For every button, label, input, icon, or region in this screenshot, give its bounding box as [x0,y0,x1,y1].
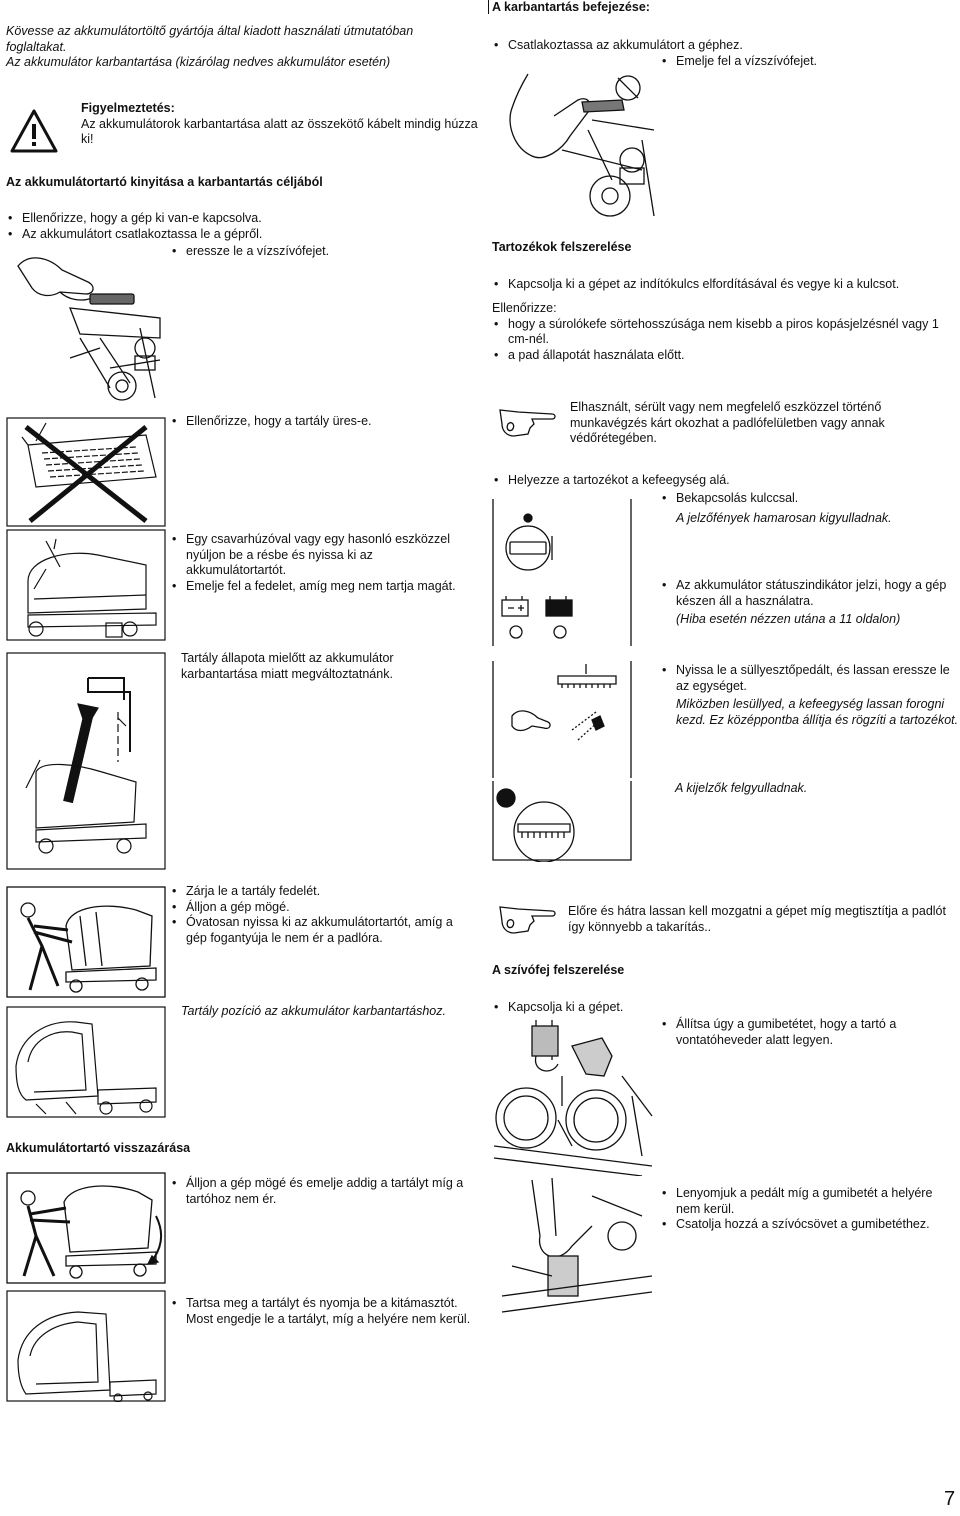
tank-state-illustration [6,652,166,870]
note-1: Elhasznált, sérült vagy nem megfelelő es… [570,400,885,445]
lower-brush-illustration [492,660,632,780]
close-lid-step-3: Óvatosan nyissa ki az akkumulátortartót,… [170,915,475,946]
warning-icon [10,108,58,154]
pointing-hand-icon [494,404,558,440]
warning-text: Az akkumulátorok karbantartása alatt az … [81,116,478,147]
close-lid-step-1: Zárja le a tartály fedelét. [170,884,475,900]
pedal-note: Miközben lesüllyed, a kefeegység lassan … [676,697,959,727]
intro-line-2: Az akkumulátor karbantartása (kizárólag … [6,55,391,69]
finish-step-2: Emelje fel a vízszívófejet. [660,54,920,70]
intro-line-1: Kövesse az akkumulátortöltő gyártója ált… [6,24,414,54]
warning-block: Figyelmeztetés: Az akkumulátorok karbant… [81,101,481,148]
brush-indicator-panel [492,780,632,862]
lever-step-2: Emelje fel a fedelet, amíg meg nem tartj… [170,579,475,595]
warning-title: Figyelmeztetés: [81,101,175,115]
open-step-1: Ellenőrizze, hogy a gép ki van-e kapcsol… [6,211,466,227]
empty-tank-crossed-illustration [6,417,166,527]
squeegee-step-1: Kapcsolja ki a gépet. [492,1000,692,1016]
open-heading: Az akkumulátortartó kinyitása a karbanta… [6,175,323,189]
squeegee-mount-illustration [492,1016,657,1176]
support-strut-illustration [6,1290,166,1402]
lights-flash: A jelzőfények hamarosan kigyulladnak. [676,510,892,525]
key-step: Bekapcsolás kulccsal. [660,491,950,507]
lever-step-1: Egy csavarhúzóval vagy egy hasonló eszkö… [170,532,475,579]
note-2: Előre és hátra lassan kell mozgatni a gé… [568,904,946,934]
key-switch-panel [492,498,632,648]
acc-step-1: Kapcsolja ki a gépet az indítókulcs elfo… [492,277,952,293]
close-lid-step-2: Álljon a gép mögé. [170,900,475,916]
tank-state: Tartály állapota mielőtt az akkumulátor … [181,651,394,681]
close-step-3: Most engedje le a tartályt, míg a helyér… [186,1311,471,1326]
intro: Kövesse az akkumulátortöltő gyártója ált… [6,24,466,71]
close-heading: Akkumulátortartó visszazárása [6,1141,191,1155]
squeegee-heading: A szívófej felszerelése [492,963,625,977]
check-item-1: hogy a súrolókefe sörtehosszúsága nem ki… [492,317,958,348]
pedal-step: Nyissa le a süllyesztőpedált, és lassan … [660,663,960,694]
squeegee-step-3: Lenyomjuk a pedált míg a gumibetét a hel… [660,1186,960,1217]
indicators-on: A kijelzők felgyulladnak. [675,781,808,795]
close-step-2: Tartsa meg a tartályt és nyomja be a kit… [170,1296,475,1312]
place-step: Helyezze a tartozékot a kefeegység alá. [492,473,952,489]
tank-position-illustration [6,1006,166,1118]
error-note: (Hiba esetén nézzen utána a 11 oldalon) [676,612,901,626]
tank-position: Tartály pozíció az akkumulátor karbantar… [181,1004,446,1018]
squeegee-step-4: Csatolja hozzá a szívócsövet a gumibetét… [660,1217,960,1233]
page-number: 7 [944,1488,956,1510]
raise-squeegee-illustration [492,70,657,220]
accessories-heading: Tartozékok felszerelése [492,240,632,254]
finish-heading: A karbantartás befejezése: [492,0,650,14]
tank-check: Ellenőrizze, hogy a tartály üres-e. [170,414,470,430]
check-item-2: a pad állapotát használata előtt. [492,348,958,364]
close-step-1: Álljon a gép mögé és emelje addig a tart… [170,1176,475,1207]
status-step: Az akkumulátor státuszindikátor jelzi, h… [660,578,950,609]
open-battery-lid-illustration [6,529,166,641]
squeegee-step-2: Állítsa úgy a gumibetétet, hogy a tartó … [660,1017,950,1048]
lift-tank-illustration [6,1172,166,1284]
pointing-hand-icon [494,901,558,937]
squeegee-attach-illustration [492,1176,657,1326]
check-label: Ellenőrizze: [492,301,557,315]
open-step-3: eressze le a vízszívófejet. [170,244,470,260]
open-step-2: Az akkumulátort csatlakoztassa le a gépr… [6,227,466,243]
person-behind-machine-illustration [6,886,166,998]
squeegee-pedal-illustration [10,248,170,408]
open-steps: Ellenőrizze, hogy a gép ki van-e kapcsol… [6,211,466,242]
finish-step-1: Csatlakoztassa az akkumulátort a géphez. [492,38,952,54]
